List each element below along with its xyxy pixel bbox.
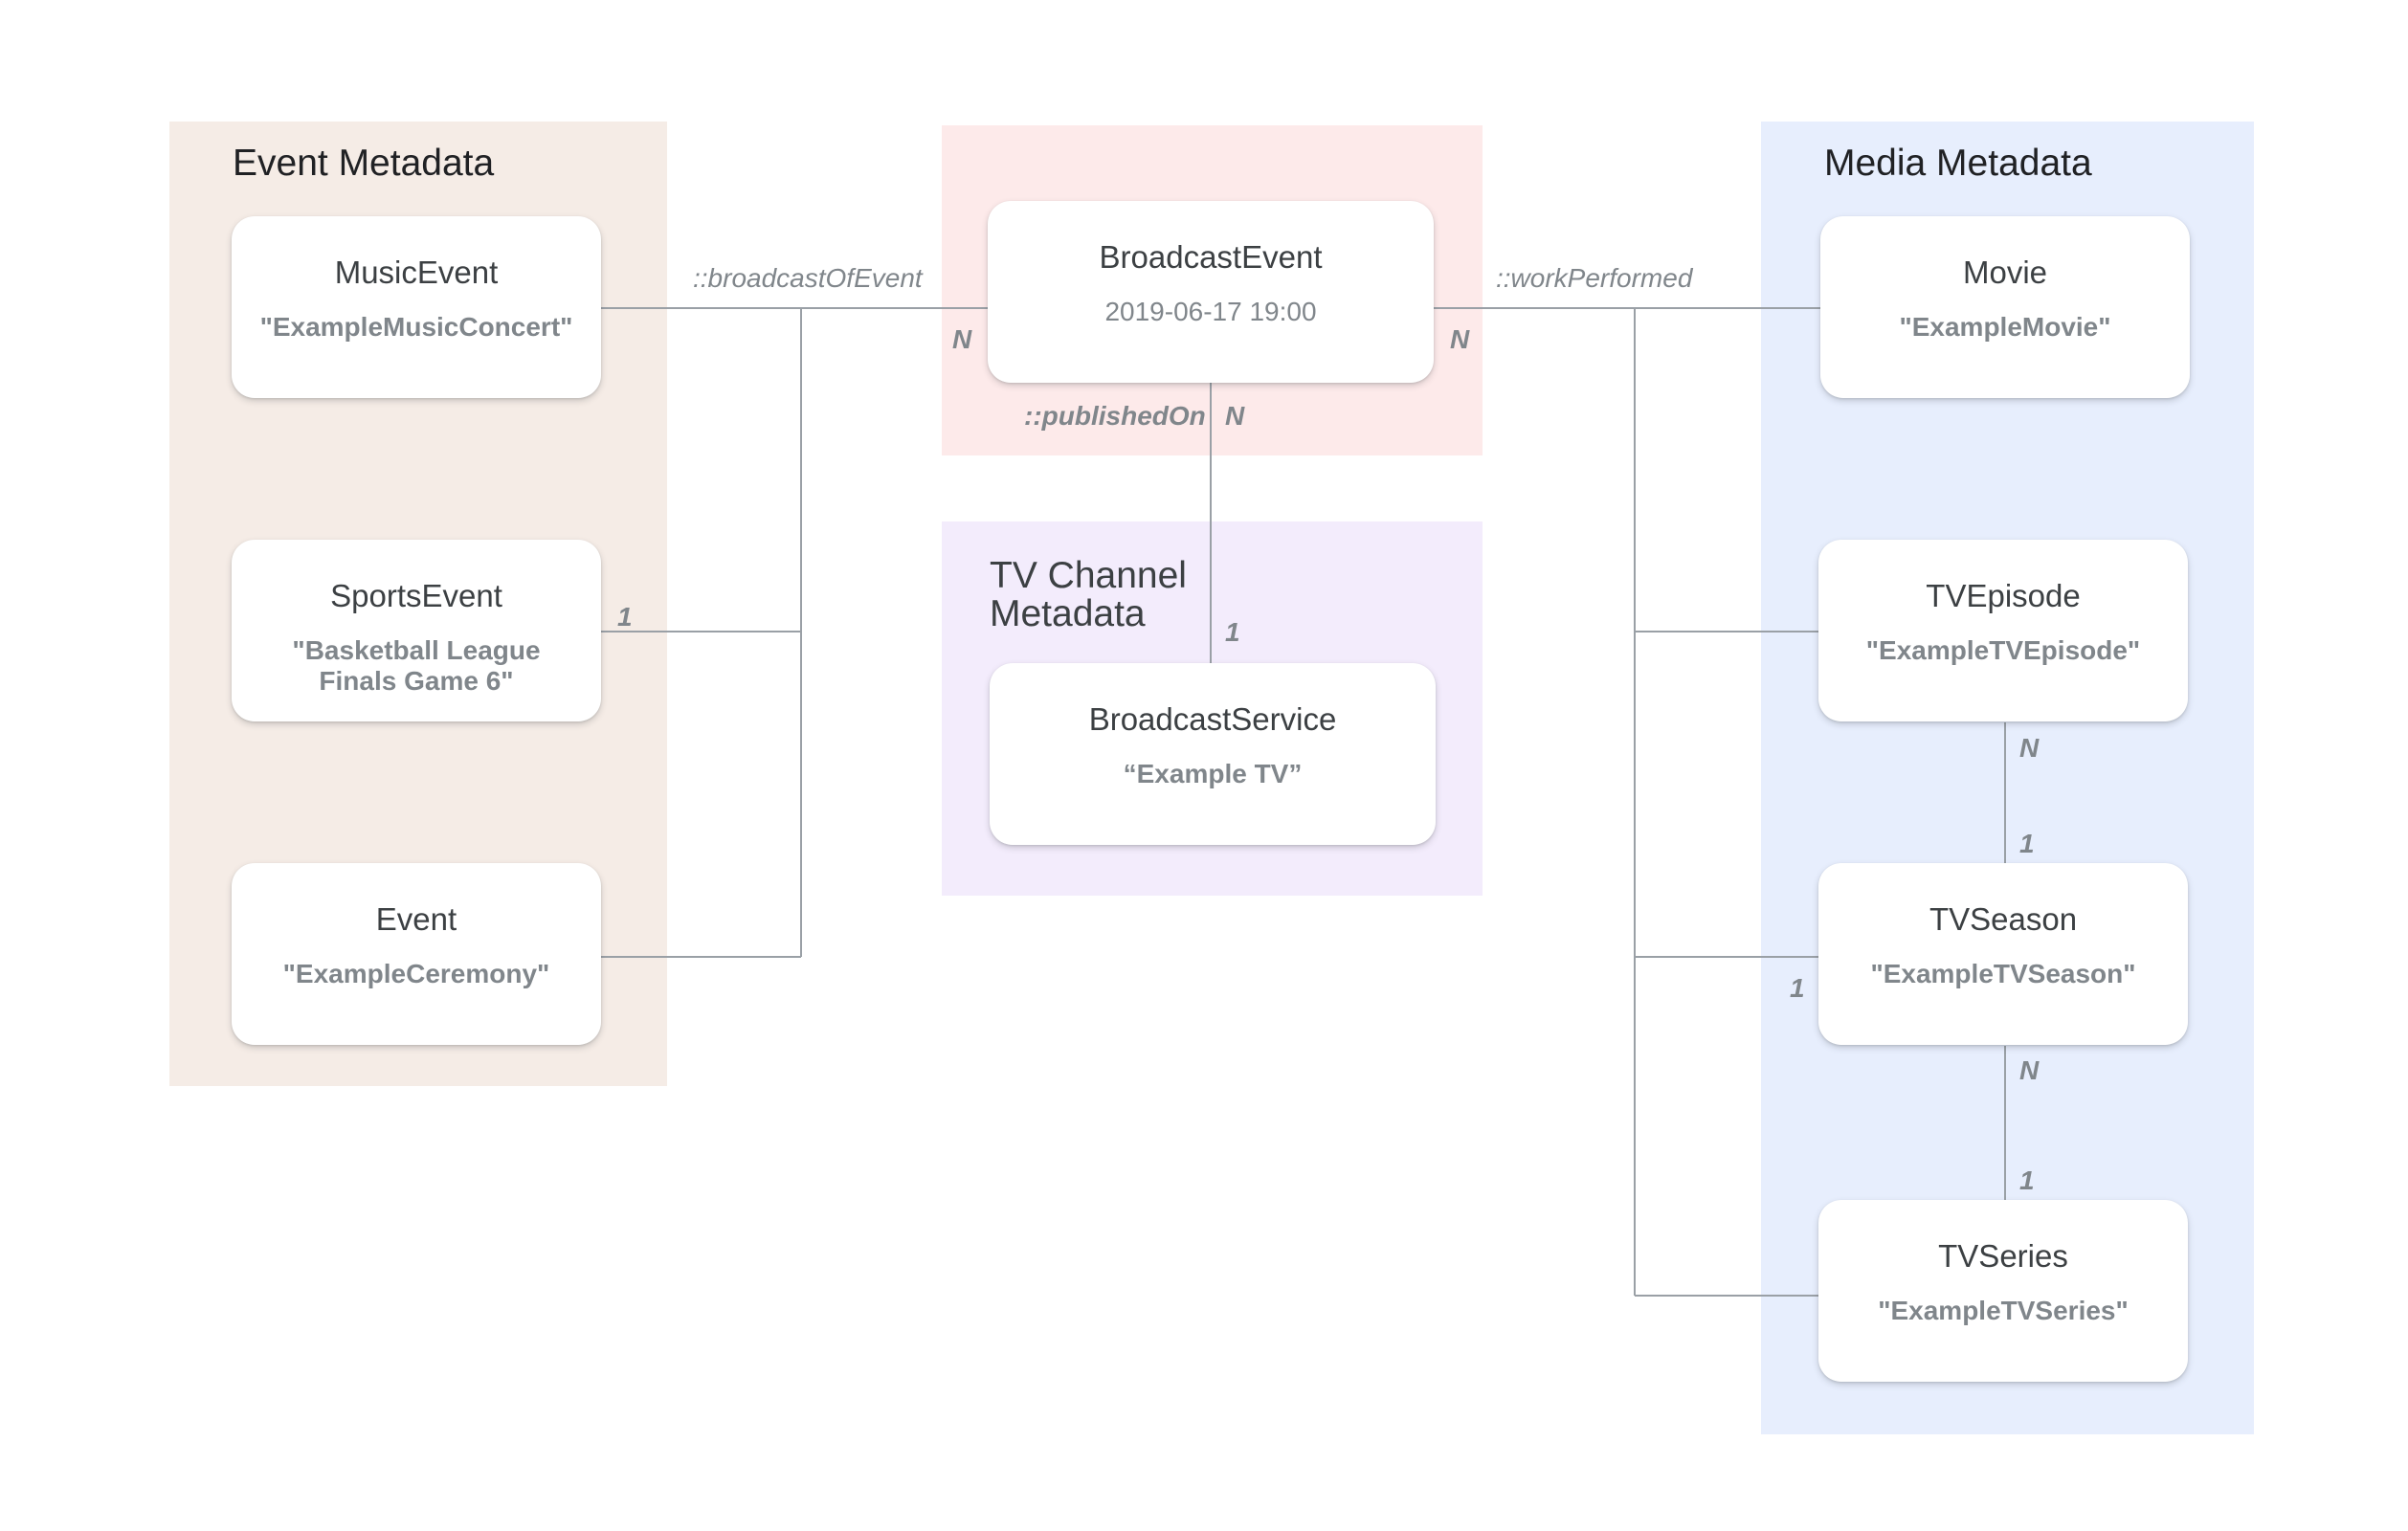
- cardinality-season-top: 1: [2019, 829, 2035, 858]
- sports-event-value: "Basketball League Finals Game 6": [292, 635, 541, 696]
- tv-series-type: TVSeries: [1938, 1238, 2068, 1274]
- edge-label-published-on: ::publishedOn: [1024, 401, 1206, 431]
- sports-event-type: SportsEvent: [330, 578, 502, 613]
- broadcast-service-type: BroadcastService: [1088, 701, 1337, 737]
- music-event-node[interactable]: MusicEvent "ExampleMusicConcert": [232, 216, 601, 398]
- movie-value: "ExampleMovie": [1899, 312, 2111, 342]
- music-event-value: "ExampleMusicConcert": [259, 312, 573, 342]
- tv-series-node[interactable]: TVSeries "ExampleTVSeries": [1818, 1200, 2188, 1382]
- broadcast-service-value: “Example TV”: [1123, 759, 1303, 788]
- tv-season-type: TVSeason: [1929, 901, 2078, 937]
- tv-series-value: "ExampleTVSeries": [1878, 1296, 2129, 1325]
- tv-season-value: "ExampleTVSeason": [1870, 959, 2136, 988]
- cardinality-season-left: 1: [1790, 973, 1805, 1003]
- broadcast-event-type: BroadcastEvent: [1099, 239, 1323, 275]
- event-metadata-title: Event Metadata: [233, 143, 495, 184]
- tv-channel-title-line1: TV Channel: [990, 555, 1187, 596]
- edge-label-work-performed: ::workPerformed: [1496, 263, 1693, 293]
- event-node[interactable]: Event "ExampleCeremony": [232, 863, 601, 1045]
- broadcast-service-node[interactable]: BroadcastService “Example TV”: [990, 663, 1436, 845]
- event-type: Event: [375, 901, 457, 937]
- sports-event-node[interactable]: SportsEvent "Basketball League Finals Ga…: [232, 540, 601, 721]
- tv-season-node[interactable]: TVSeason "ExampleTVSeason": [1818, 863, 2188, 1045]
- cardinality-series-top: 1: [2019, 1165, 2035, 1195]
- broadcast-event-node[interactable]: BroadcastEvent 2019-06-17 19:00: [988, 201, 1434, 383]
- edge-label-broadcast-of-event: ::broadcastOfEvent: [693, 263, 923, 293]
- cardinality-published-service: 1: [1225, 617, 1240, 647]
- tv-channel-metadata-title: TV Channel Metadata: [990, 557, 1277, 633]
- tv-episode-node[interactable]: TVEpisode "ExampleTVEpisode": [1818, 540, 2188, 721]
- cardinality-episode-bottom: N: [2019, 733, 2040, 763]
- cardinality-published-broadcast: N: [1225, 401, 1245, 431]
- event-value: "ExampleCeremony": [282, 959, 550, 988]
- cardinality-season-bottom: N: [2019, 1055, 2040, 1085]
- cardinality-broadcast-right: N: [1450, 324, 1470, 354]
- movie-node[interactable]: Movie "ExampleMovie": [1820, 216, 2190, 398]
- music-event-type: MusicEvent: [334, 255, 499, 290]
- cardinality-broadcast-left: N: [952, 324, 972, 354]
- tv-episode-type: TVEpisode: [1926, 578, 2081, 613]
- media-metadata-title: Media Metadata: [1824, 143, 2092, 184]
- tv-channel-title-line2: Metadata: [990, 593, 1146, 634]
- cardinality-event-side: 1: [617, 602, 633, 632]
- tv-episode-value: "ExampleTVEpisode": [1865, 635, 2141, 665]
- movie-type: Movie: [1962, 255, 2048, 290]
- broadcast-event-value: 2019-06-17 19:00: [1104, 297, 1317, 326]
